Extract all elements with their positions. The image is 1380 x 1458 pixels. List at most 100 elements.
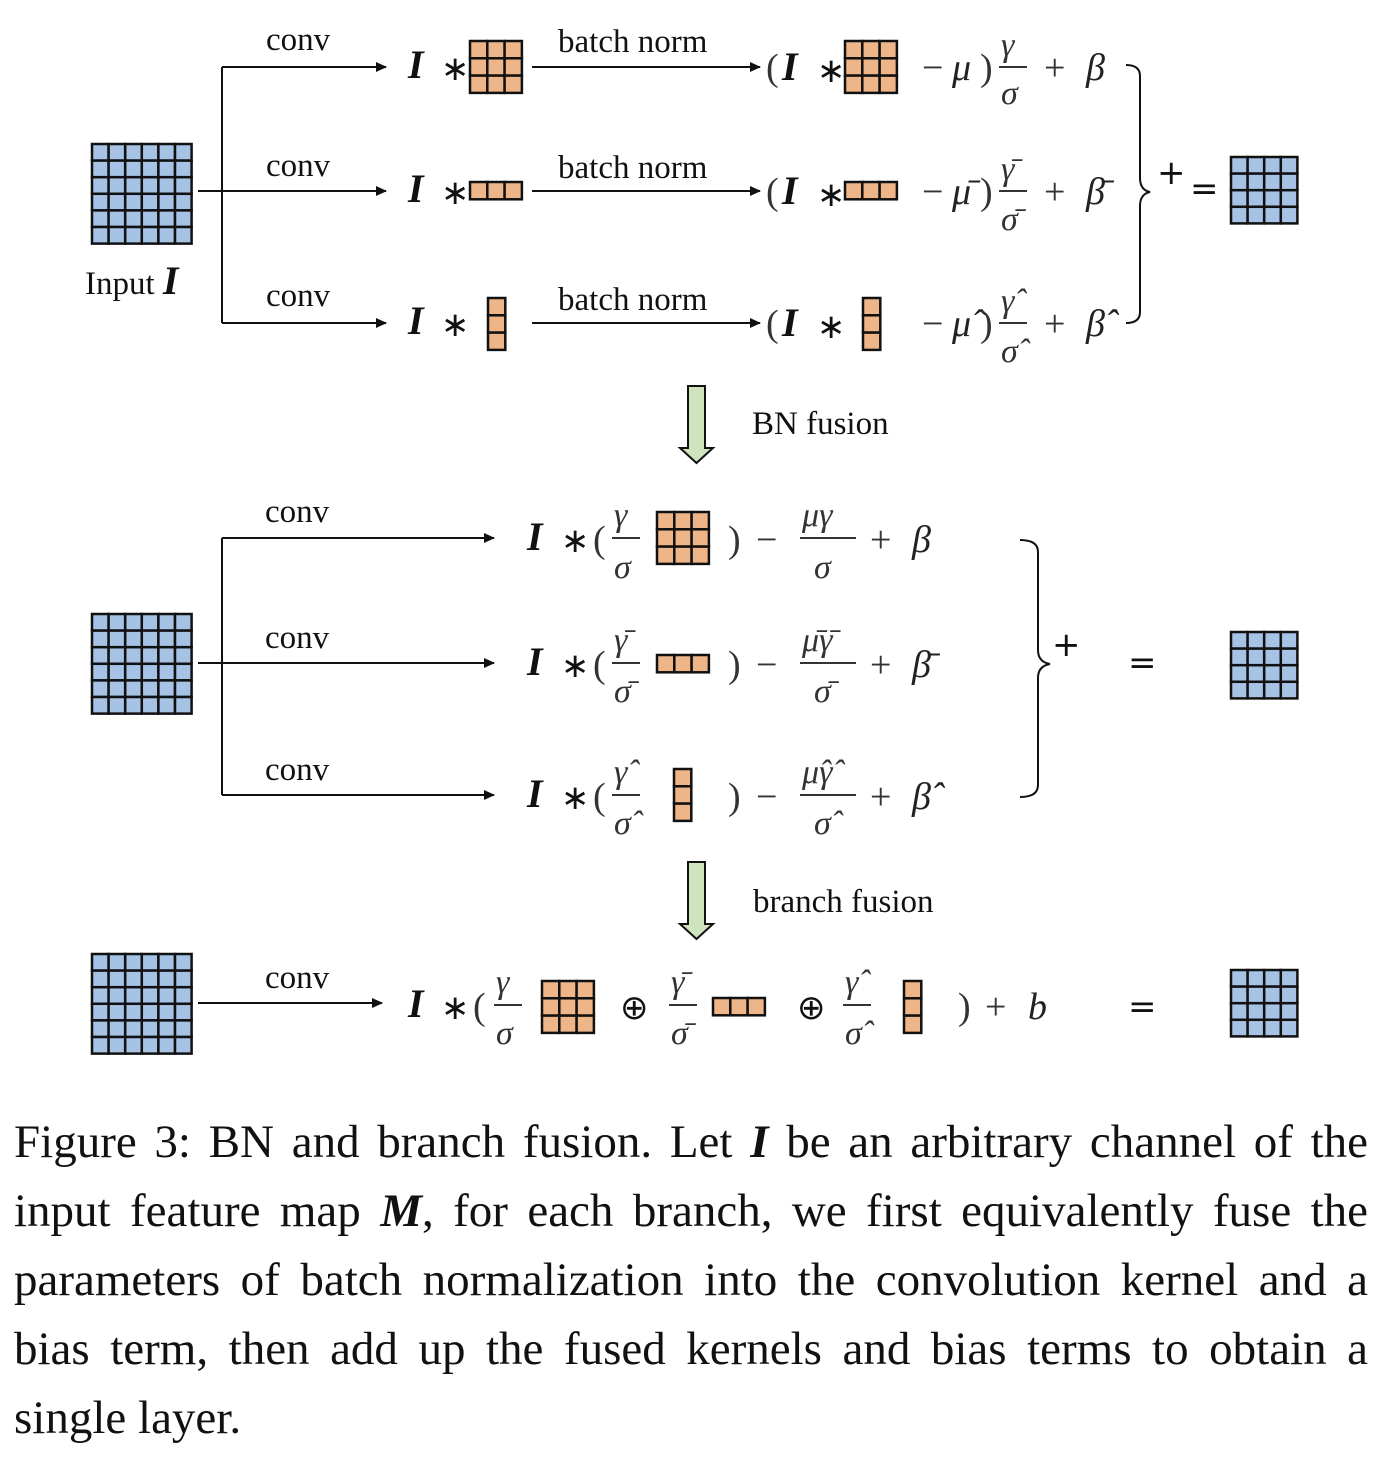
grid-cell xyxy=(1246,985,1266,1005)
kernel-3x1 xyxy=(861,296,882,352)
beta: β xyxy=(911,519,931,561)
grid-cell xyxy=(123,662,144,682)
grid-cell xyxy=(843,180,864,201)
grid-cell xyxy=(90,969,110,989)
grid-cell xyxy=(1279,205,1299,225)
bn-expression-2: ( I ∗ − μ̄ ) γ̄ σ̄ + β̄ xyxy=(766,151,1115,238)
mu: μ xyxy=(951,47,971,89)
grid-cell xyxy=(140,629,160,649)
kernel-3x3 xyxy=(540,979,596,1035)
grid-cell xyxy=(123,612,144,632)
grid-cell xyxy=(123,629,144,649)
grid-cell xyxy=(861,331,882,352)
grid-cell xyxy=(173,1019,193,1039)
grid-cell xyxy=(90,209,110,229)
grid-cell xyxy=(173,629,193,649)
grid-cell xyxy=(107,1002,127,1022)
plus: + xyxy=(1044,47,1065,89)
conv-star: ∗ xyxy=(561,521,590,561)
grid-cell xyxy=(140,969,160,989)
grid-cell xyxy=(140,159,160,179)
lparen: ( xyxy=(593,519,606,561)
branch-fusion-transition: branch fusion xyxy=(677,861,934,941)
equals-sign: = xyxy=(1128,987,1157,1027)
bn-label-1: batch norm xyxy=(558,24,708,60)
grid-cell xyxy=(1246,172,1266,192)
grid-cell xyxy=(1279,155,1299,175)
fused-expression-2: I ∗ ( γ̄ σ̄ ) − μ̄γ̄ σ̄ + β̄ xyxy=(526,622,941,710)
kernel-1x3 xyxy=(655,653,711,674)
bn-expression-1: ( I ∗ − μ ) γ σ + β xyxy=(766,27,1105,112)
plus: + xyxy=(870,776,891,818)
grid-cell xyxy=(1229,155,1249,175)
sigma-hat: σ̂ xyxy=(814,805,844,842)
grid-cell xyxy=(123,952,144,972)
grid-cell xyxy=(690,653,711,674)
beta: β xyxy=(1085,47,1105,89)
beta-bar: β̄ xyxy=(1085,171,1115,213)
grid-cell xyxy=(173,1035,193,1055)
equals-sign: = xyxy=(1190,169,1219,209)
grid-cell xyxy=(140,952,160,972)
grid-cell xyxy=(90,142,110,162)
grid-cell xyxy=(90,1002,110,1022)
grid-cell xyxy=(107,159,127,179)
rparen: ) xyxy=(728,776,741,818)
gamma-bar: γ̄ xyxy=(671,964,693,1001)
fused-expression-1: I ∗ ( γ σ ) − μγ σ + β xyxy=(526,497,931,586)
grid-cell xyxy=(673,528,693,548)
symbol-I: I xyxy=(526,514,544,559)
fused-expression-3: I ∗ ( γ̂ σ̂ ) − μ̂γ̂ σ̂ + β̂ xyxy=(526,754,946,842)
grid-cell xyxy=(1279,663,1299,684)
conv-label-2: conv xyxy=(265,620,330,656)
grid-cell xyxy=(173,952,193,972)
grid-cell xyxy=(486,74,506,95)
grid-cell xyxy=(123,159,144,179)
grid-cell xyxy=(1262,680,1283,700)
lparen: ( xyxy=(766,303,779,345)
grid-cell xyxy=(655,510,676,531)
grid-cell xyxy=(173,985,193,1006)
grid-cell xyxy=(486,39,506,60)
kernel-1x3 xyxy=(843,180,899,201)
gamma-hat: γ̂ xyxy=(1001,283,1027,320)
grid-cell xyxy=(503,39,524,60)
grid-cell xyxy=(140,175,160,196)
rparen: ) xyxy=(980,171,993,213)
grid-cell xyxy=(1279,1001,1299,1022)
grid-cell xyxy=(486,57,506,77)
grid-cell xyxy=(107,175,127,196)
grid-cell xyxy=(173,969,193,989)
conv-star: ∗ xyxy=(561,646,590,686)
sigma-bar: σ̄ xyxy=(614,673,640,710)
beta-hat: β̂ xyxy=(911,776,946,818)
grid-cell xyxy=(1262,968,1283,988)
grid-cell xyxy=(157,1019,177,1039)
grid-cell xyxy=(173,192,193,212)
grid-cell xyxy=(140,1035,160,1055)
grid-cell xyxy=(1279,188,1299,209)
gamma: γ xyxy=(614,497,629,534)
symbol-I: I xyxy=(781,168,799,213)
kernel-3x3 xyxy=(468,39,524,95)
grid-cell xyxy=(140,225,160,245)
grid-cell xyxy=(107,679,127,699)
grid-cell xyxy=(1246,1001,1266,1022)
lparen: ( xyxy=(766,47,779,89)
grid-cell xyxy=(157,612,177,632)
grid-cell xyxy=(558,997,578,1017)
grid-cell xyxy=(140,612,160,632)
beta-bar: β̄ xyxy=(911,644,941,686)
mu-gamma-hat: μ̂γ̂ xyxy=(801,754,845,791)
grid-cell xyxy=(1262,1001,1283,1022)
grid-cell xyxy=(107,969,127,989)
conv-star: ∗ xyxy=(441,173,470,213)
grid-cell xyxy=(503,180,524,201)
stage-1: Input I conv conv conv I ∗ I ∗ I ∗ batch… xyxy=(85,22,1299,370)
grid-cell xyxy=(157,1002,177,1022)
grid-cell xyxy=(90,952,110,972)
grid-cell xyxy=(468,57,489,77)
bn-expression-3: ( I ∗ − μ̂ ) γ̂ σ̂ + β̂ xyxy=(766,283,1120,370)
grid-cell xyxy=(690,545,711,566)
grid-cell xyxy=(878,39,899,60)
